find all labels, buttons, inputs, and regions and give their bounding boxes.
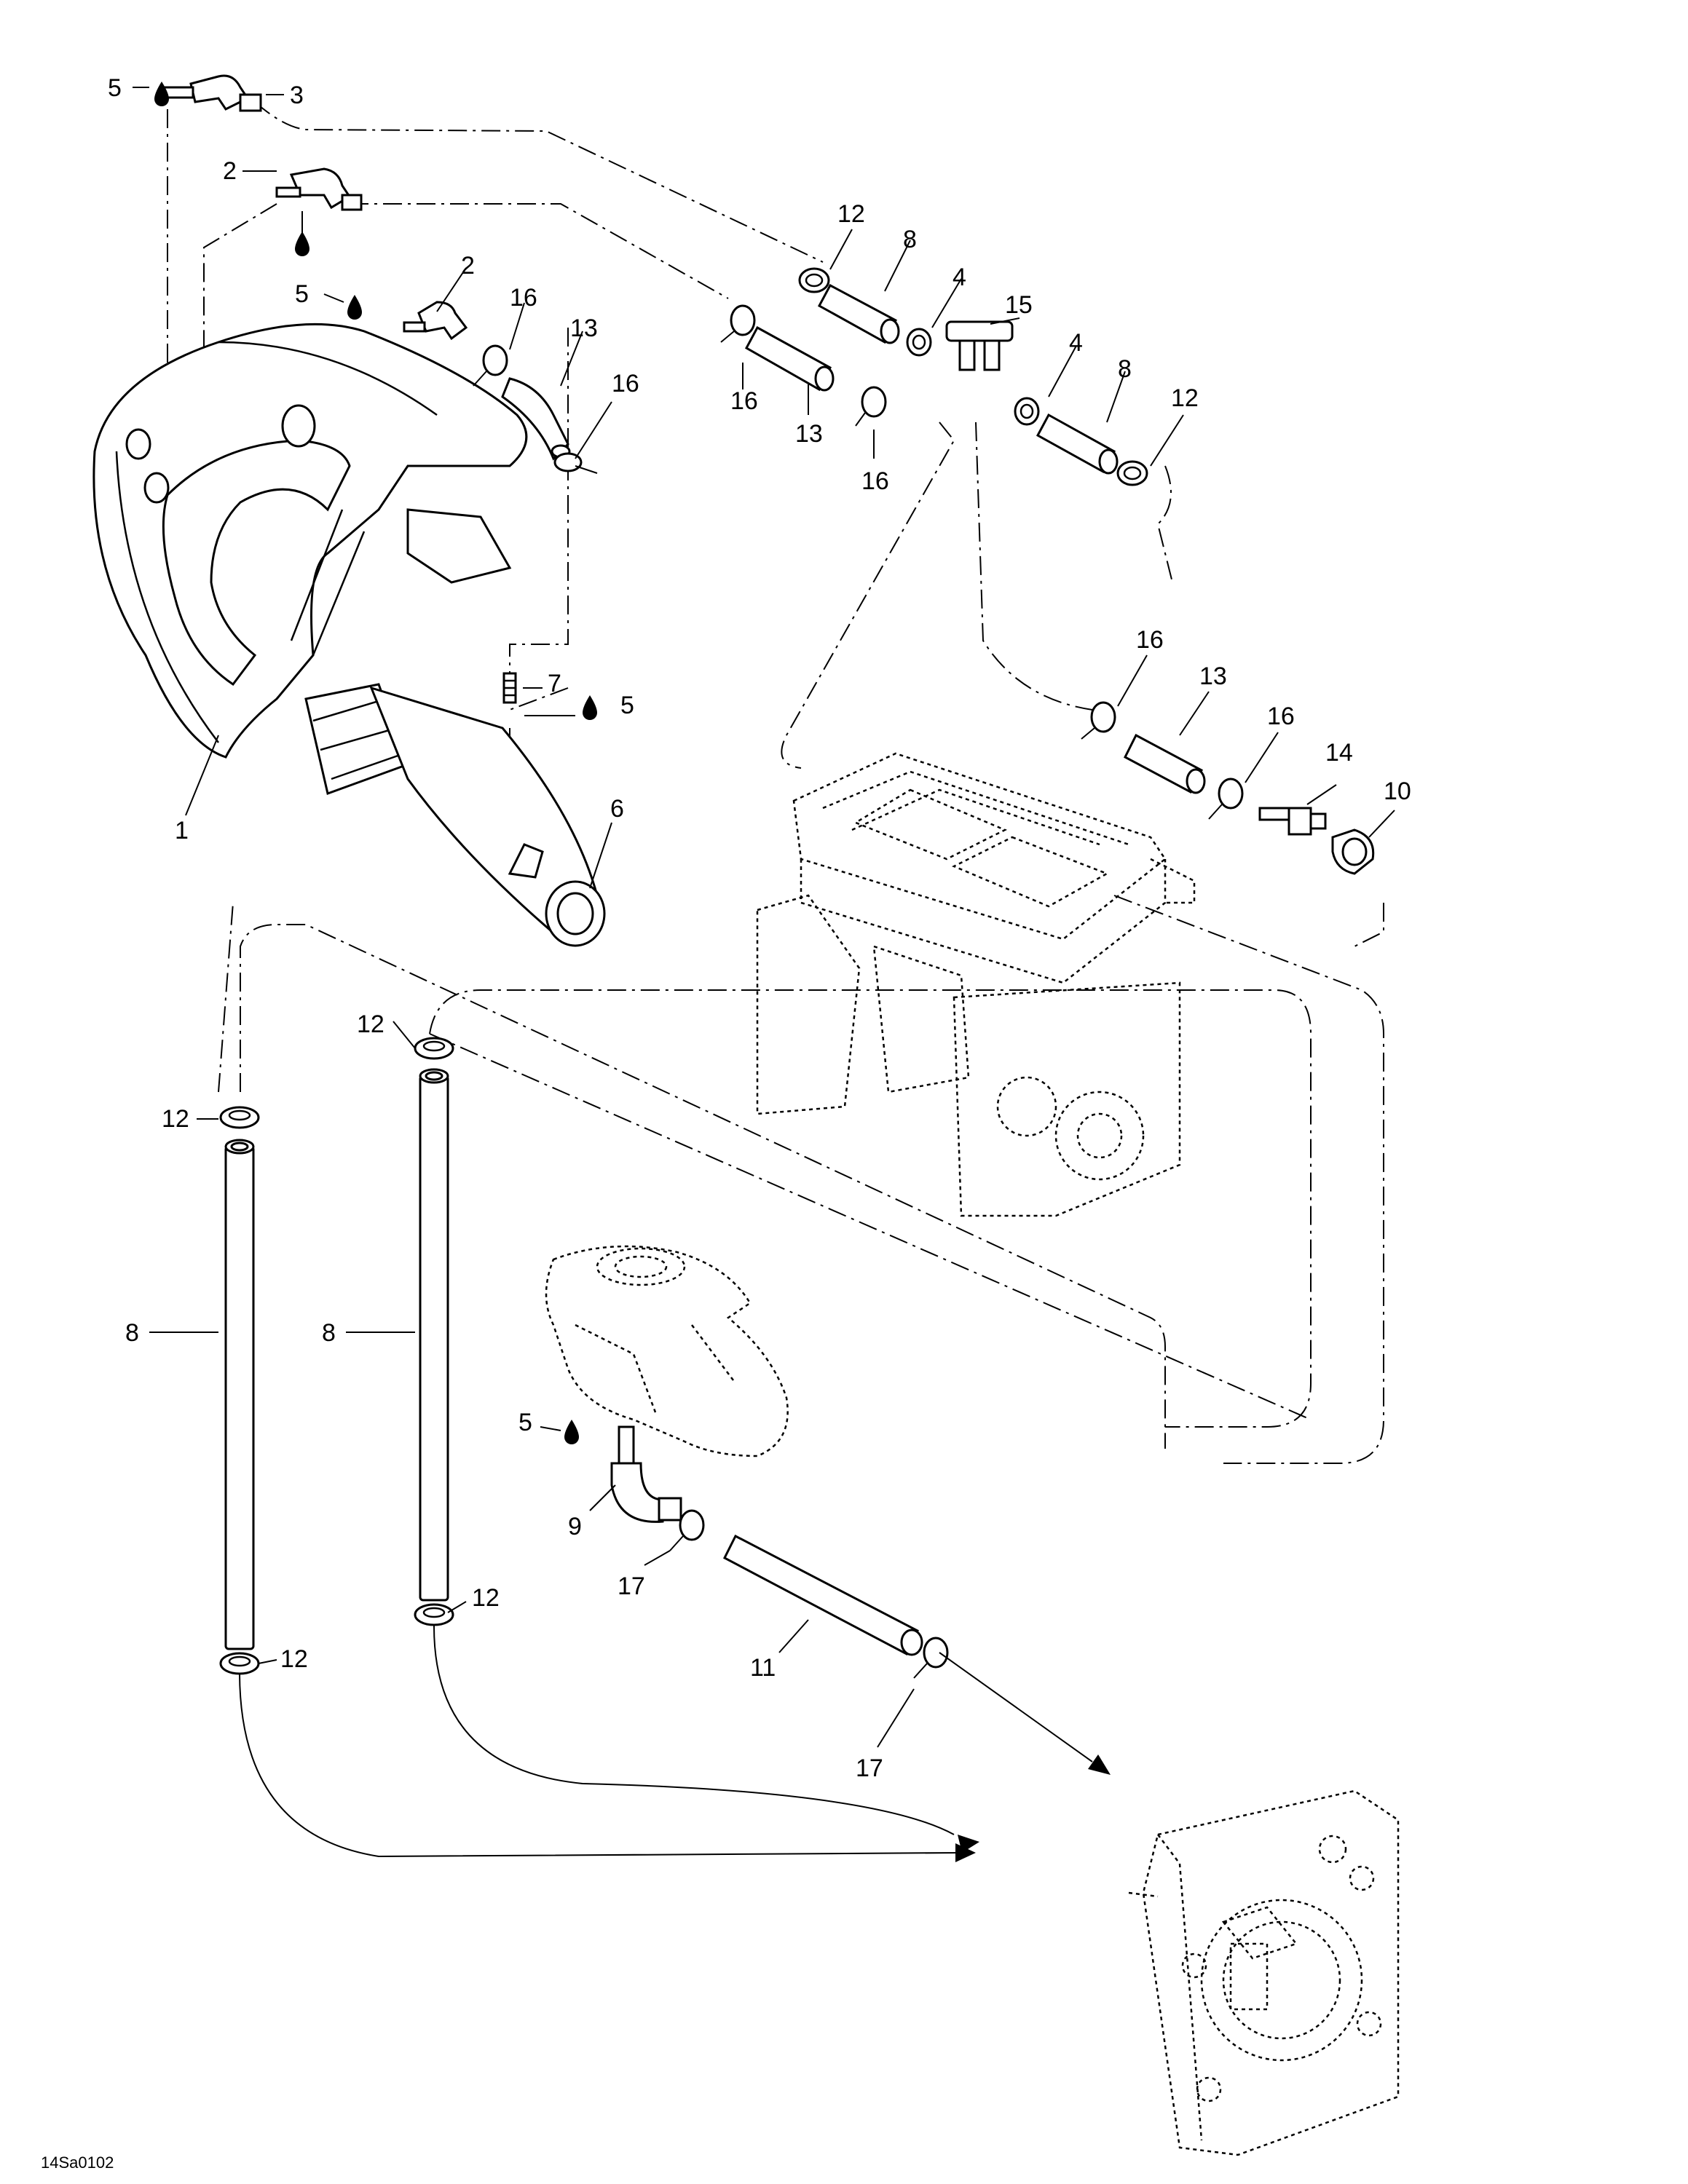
callout-11: 11 — [750, 1654, 776, 1682]
callout-4: 4 — [1069, 329, 1083, 357]
leader-lines — [133, 87, 1395, 1748]
clamp-12-c — [219, 1106, 260, 1129]
callout-12: 12 — [357, 1010, 384, 1038]
elbow-fitting-middle — [275, 167, 363, 211]
callout-8: 8 — [322, 1319, 336, 1347]
clip-16-d — [855, 386, 887, 427]
long-hoses — [224, 1068, 449, 1650]
muffler — [92, 323, 606, 947]
callout-12: 12 — [472, 1584, 500, 1612]
callout-15: 15 — [1005, 291, 1033, 319]
clamp-4-a — [906, 328, 932, 357]
callout-labels: 5 3 2 5 2 16 13 16 12 8 4 15 4 8 12 16 1… — [108, 74, 1411, 1782]
callout-16: 16 — [861, 467, 889, 495]
callout-4: 4 — [953, 264, 966, 291]
outlet-curves — [239, 1624, 1111, 1862]
callout-10: 10 — [1384, 778, 1411, 805]
pump-housing-ghost — [1128, 1789, 1400, 2156]
callout-17: 17 — [618, 1572, 645, 1600]
clip-17-a — [669, 1509, 705, 1551]
callout-12: 12 — [280, 1645, 308, 1673]
sealant-drop-icon — [564, 1420, 579, 1444]
sealant-drop-icon — [295, 232, 309, 256]
callout-13: 13 — [570, 314, 598, 342]
callout-2: 2 — [461, 252, 475, 280]
callout-16: 16 — [730, 387, 758, 415]
callout-7: 7 — [548, 670, 561, 697]
elbow-fitting-top — [162, 74, 262, 112]
callout-5: 5 — [108, 74, 122, 102]
callout-5: 5 — [620, 692, 634, 719]
callout-9: 9 — [568, 1513, 582, 1540]
callout-8: 8 — [903, 226, 917, 253]
clip-16-e — [1081, 701, 1116, 740]
clamp-12-b — [1116, 460, 1148, 486]
callout-12: 12 — [162, 1105, 189, 1133]
callout-17: 17 — [856, 1754, 883, 1782]
sealant-drop-icon — [154, 82, 169, 106]
callout-12: 12 — [1171, 384, 1199, 412]
callout-1: 1 — [175, 817, 189, 844]
drain-fitting-7 — [502, 672, 517, 704]
elbow-fitting-9 — [610, 1425, 682, 1523]
clamp-12-f — [219, 1652, 260, 1675]
callout-5: 5 — [518, 1409, 532, 1436]
sealant-drop-icons — [154, 82, 597, 1444]
callout-16: 16 — [510, 284, 537, 312]
clip-16-c — [720, 304, 756, 343]
clip-17-b — [913, 1637, 949, 1679]
clip-16-b — [553, 452, 598, 474]
spring-clips — [473, 304, 1244, 1679]
callout-3: 3 — [290, 82, 304, 109]
callout-16: 16 — [1136, 626, 1164, 654]
fitting-14-and-plug-10 — [1258, 807, 1375, 875]
callout-16: 16 — [1267, 703, 1295, 730]
hose-routing-lines — [167, 101, 1384, 1464]
elbow-fitting-muffler — [403, 301, 468, 341]
diagram-id-code: 14Sa0102 — [41, 2153, 114, 2172]
callout-13: 13 — [1199, 662, 1227, 690]
callout-14: 14 — [1325, 739, 1353, 767]
clamp-12-e — [414, 1603, 454, 1626]
clamp-12-a — [798, 267, 830, 293]
callout-6: 6 — [610, 795, 624, 823]
callout-16: 16 — [612, 370, 639, 397]
sealant-drop-icon — [583, 695, 597, 720]
clip-16-a — [473, 344, 508, 387]
engine-ghost — [756, 752, 1196, 1217]
sealant-drop-icon — [347, 295, 362, 320]
exhaust-manifold-ghost — [545, 1245, 789, 1457]
callout-8: 8 — [1118, 355, 1132, 383]
tee-fitting — [945, 320, 1014, 371]
clip-16-f — [1208, 778, 1244, 820]
callout-2: 2 — [223, 157, 237, 185]
callout-8: 8 — [125, 1319, 139, 1347]
callout-13: 13 — [795, 420, 823, 448]
clamp-12-d — [414, 1037, 454, 1060]
callout-12: 12 — [837, 200, 865, 228]
callout-5: 5 — [295, 280, 309, 308]
clamp-4-b — [1014, 397, 1040, 426]
short-hoses — [501, 283, 1206, 1656]
